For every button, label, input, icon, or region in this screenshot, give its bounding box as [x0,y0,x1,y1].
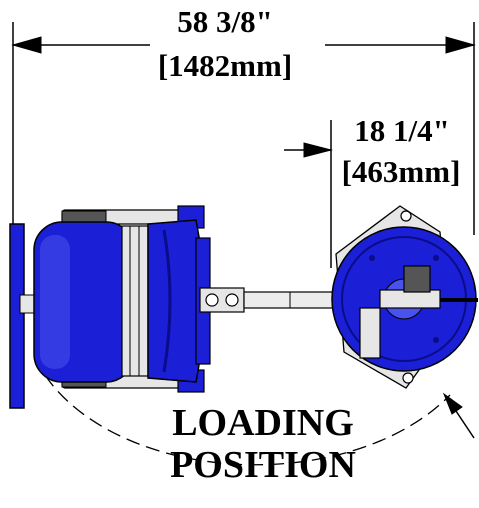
offset-dimension-imperial: 18 1/4" [354,113,450,148]
arrowhead-left [11,36,42,54]
upper-handle-grip [61,210,107,224]
disc-bolt [369,255,375,261]
position-label-line-2: POSITION [170,444,356,486]
arrowhead-right [445,36,476,54]
coupler-bolt-1 [205,293,219,307]
drum-highlight [40,235,70,369]
disc-bolt [433,337,439,343]
actuator-motor [403,265,431,293]
overall-dimension-metric: [1482mm] [157,48,293,83]
drum-band [121,225,149,377]
mount-hole-top [400,210,412,222]
drum-head-rib [162,229,172,373]
arc-leader [442,392,475,439]
actuator-body [379,289,441,309]
position-label-line-1: LOADING [172,402,354,444]
actuator [359,265,478,359]
actuator-leg [359,307,381,359]
base-plate [9,223,25,409]
offset-arrowhead [303,142,333,158]
arc-leader-arrowhead [442,392,463,415]
coupler-bolt-2 [225,293,239,307]
offset-dimension [284,120,333,268]
overall-dimension-imperial: 58 3/8" [177,4,273,39]
mount-hole-bottom [402,372,414,384]
overall-dimension [11,22,476,235]
offset-dimension-metric: [463mm] [341,154,461,189]
drum-body [33,219,211,383]
swing-arc [44,374,451,466]
disc-bolt [433,255,439,261]
